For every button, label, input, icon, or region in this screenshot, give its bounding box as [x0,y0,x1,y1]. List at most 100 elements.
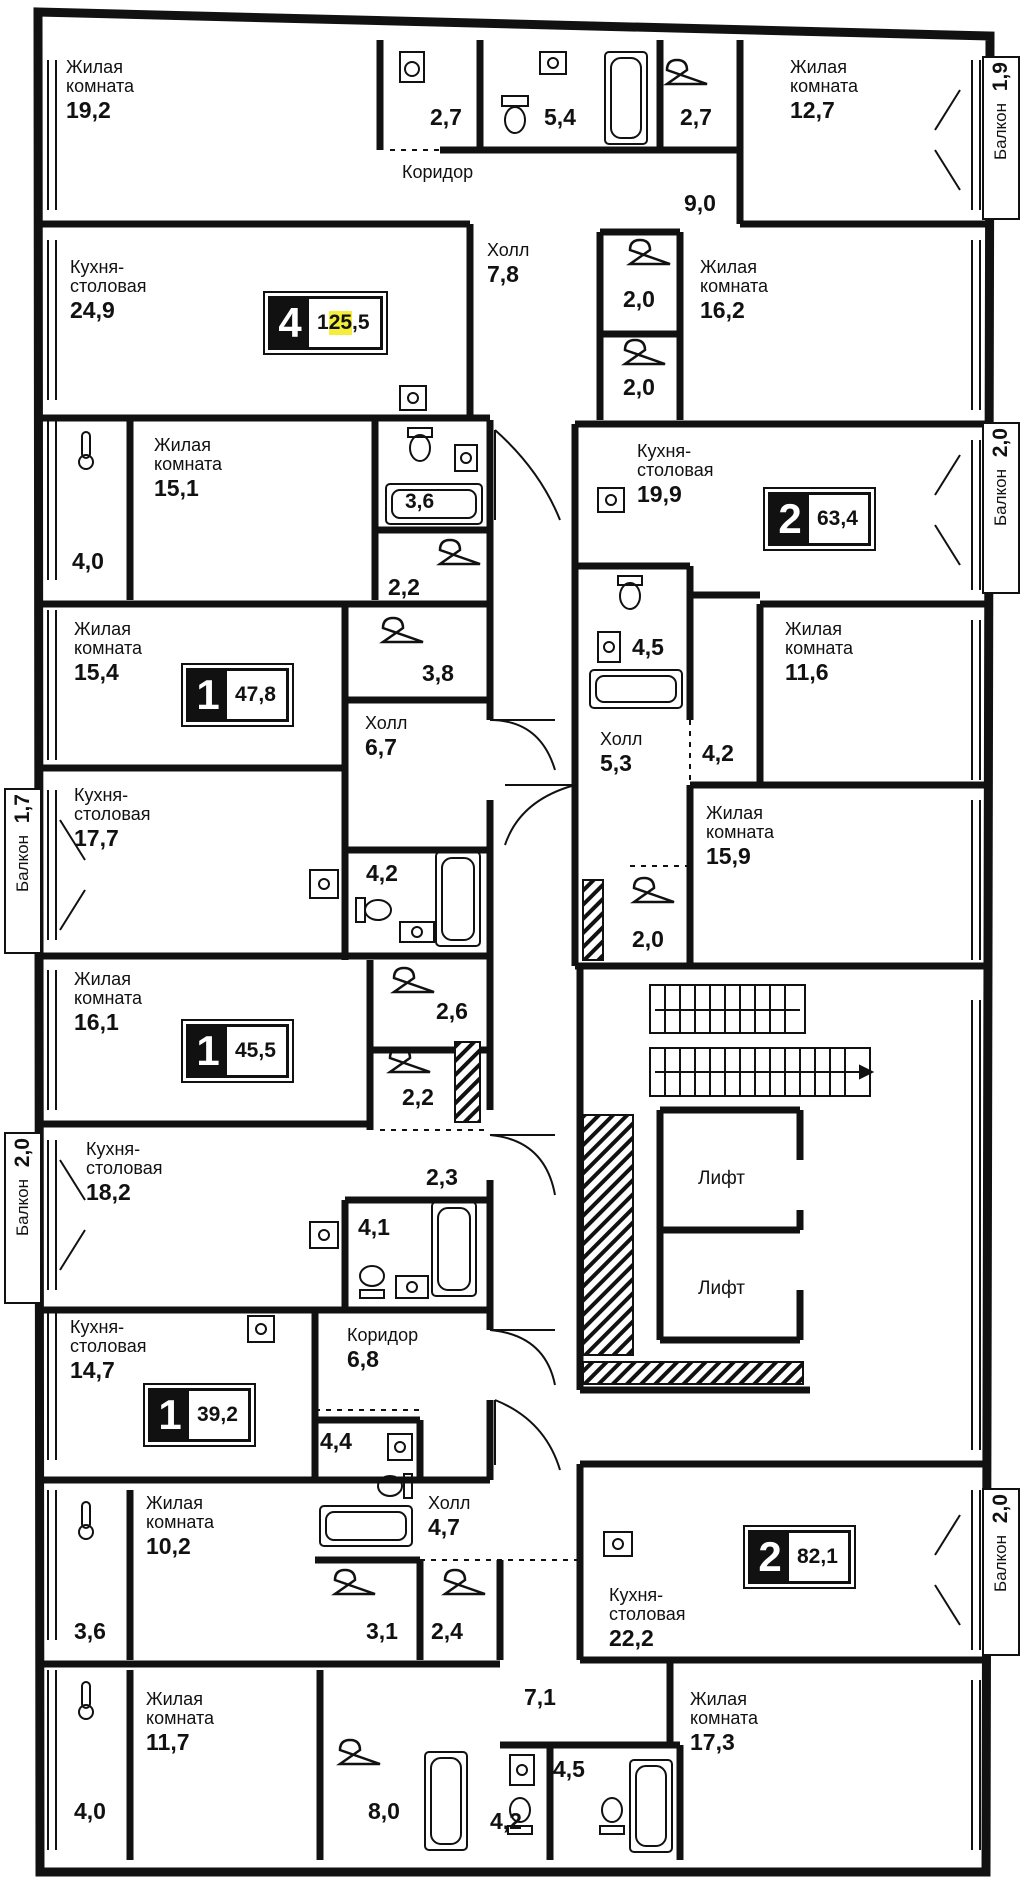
apartment-rooms: 1 [151,1391,189,1439]
room-name: Жилая комната [690,1689,759,1728]
stairs-icon [649,984,875,1097]
room-area: 22,2 [609,1624,654,1651]
room-area: 14,7 [70,1356,115,1383]
room-name: Жилая комната [146,1493,215,1532]
room-name: Холл [365,713,408,733]
area-value: 2,6 [436,998,468,1024]
room-area: 11,7 [146,1728,190,1755]
balcony-label: Балкон [13,1179,32,1237]
lift-label: Лифт [698,1278,745,1299]
room-area: 24,9 [70,296,115,323]
room-area: 4,7 [428,1513,460,1540]
area-value: 2,3 [426,1164,458,1190]
apartment-total-area: 45,5 [235,1039,276,1062]
apartment-total-area: 63,4 [817,507,858,530]
apartment-badge: 2 63,4 [763,487,876,551]
room-name: Кухня- столовая [70,257,147,296]
room-name: Кухня- столовая [70,1317,147,1356]
apartment-rooms: 2 [751,1533,789,1581]
room-name: Жилая комната [790,57,859,96]
room-area: 6,7 [365,733,397,760]
room-area: 11,6 [785,658,829,685]
area-value: 4,5 [632,634,664,660]
area-value: 4,5 [553,1756,585,1782]
area-value: 4,2 [490,1808,522,1834]
hatched-shafts [454,879,804,1385]
room-area: 6,8 [347,1345,379,1372]
balcony-tag: 2,0 Балкон [982,1488,1020,1656]
dashed-openings [240,60,760,1745]
room-name: Жилая комната [66,57,135,96]
area-value: 4,4 [320,1428,352,1454]
apartment-rooms: 1 [189,1027,227,1075]
area-value: 9,0 [684,190,716,216]
highlight-mark: 25 [328,311,353,335]
room-area: 12,7 [790,96,835,123]
area-value: 2,4 [431,1618,463,1644]
apartment-total-area: 82,1 [797,1545,838,1568]
inner-walls [40,40,986,1860]
room-name: Жилая комната [154,435,223,474]
room-name: Кухня- столовая [74,785,151,824]
washing-machine-icon [399,51,425,83]
door-swings [489,429,576,1471]
room-name: Жилая комната [74,969,143,1008]
area-value: 3,1 [366,1618,398,1644]
area-value: 7,1 [524,1684,556,1710]
balcony-label: Балкон [991,103,1010,161]
room-name: Жилая комната [700,257,769,296]
outer-walls [33,7,995,1877]
area-value: 4,2 [702,740,734,766]
room-name: Кухня- столовая [637,441,714,480]
apartment-total-area: 39,2 [197,1403,238,1426]
lift-label: Лифт [698,1168,745,1189]
sink-icon [247,51,633,1786]
area-value: 2,0 [623,374,655,400]
room-area: 16,1 [74,1008,119,1035]
apartment-rooms: 4 [271,299,309,347]
radiator-thermometer-icon [78,431,94,1720]
balcony-label: Балкон [991,469,1010,527]
area-value: 4,1 [358,1214,390,1240]
room-area: 16,2 [700,296,745,323]
area-value: 2,0 [623,286,655,312]
room-name: Жилая комната [74,619,143,658]
balcony-tag: 2,0 Балкон [4,1132,42,1304]
area-value: 4,2 [366,860,398,886]
room-area: 19,2 [66,96,111,123]
area-value: 3,6 [405,490,435,513]
room-area: 7,8 [487,260,519,287]
area-value: 3,6 [74,1618,106,1644]
area-value: 8,0 [368,1798,400,1824]
room-name: Холл [428,1493,471,1513]
area-value: 2,7 [680,104,712,130]
room-name: Коридор [347,1325,419,1345]
bathtub-icon [319,51,683,1853]
balcony-doors [59,89,961,1626]
room-name: Кухня- столовая [609,1585,686,1624]
room-name: Жилая комната [785,619,854,658]
hanger-icon [331,58,708,1766]
balcony-tag: 1,9 Балкон [982,56,1020,220]
room-name: Жилая комната [146,1689,215,1728]
